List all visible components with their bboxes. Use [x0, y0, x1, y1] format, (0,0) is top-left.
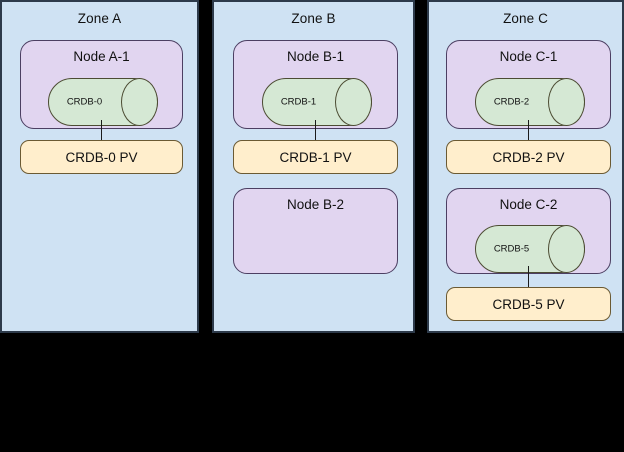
pv-box-crdb-1-pv: CRDB-1 PV — [233, 140, 398, 174]
zone-title-a: Zone A — [77, 11, 122, 26]
pv-label-crdb-0-pv: CRDB-0 PV — [65, 149, 138, 165]
node-label-c-2: Node C-2 — [499, 197, 558, 212]
zone-panel-a: Zone A Node A-1 CRDB-0 CRDB-0 PV — [0, 0, 199, 333]
connector-node-c-2-to-crdb-5-pv — [528, 266, 529, 288]
connector-node-a-1-to-crdb-0-pv — [101, 120, 102, 142]
cylinder-crdb-2: CRDB-2 — [475, 78, 585, 126]
cylinder-cap — [335, 78, 372, 126]
cylinder-label-crdb-5: CRDB-5 — [493, 243, 530, 255]
node-label-b-2: Node B-2 — [286, 197, 345, 212]
connector-node-b-1-to-crdb-1-pv — [315, 120, 316, 142]
node-label-c-1: Node C-1 — [499, 49, 558, 64]
pv-box-crdb-5-pv: CRDB-5 PV — [446, 287, 611, 321]
node-box-c-1: Node C-1 CRDB-2 — [446, 40, 611, 129]
cylinder-crdb-1: CRDB-1 — [262, 78, 372, 126]
connector-node-c-1-to-crdb-2-pv — [528, 120, 529, 142]
node-box-c-2: Node C-2 CRDB-5 — [446, 188, 611, 274]
cylinder-label-crdb-0: CRDB-0 — [66, 96, 103, 108]
node-box-b-1: Node B-1 CRDB-1 — [233, 40, 398, 129]
node-box-b-2: Node B-2 — [233, 188, 398, 274]
zone-title-b: Zone B — [291, 11, 336, 26]
cylinder-cap — [548, 78, 585, 126]
pv-label-crdb-5-pv: CRDB-5 PV — [492, 296, 565, 312]
node-label-b-1: Node B-1 — [286, 49, 345, 64]
cylinder-cap — [548, 225, 585, 273]
zone-title-c: Zone C — [503, 11, 548, 26]
zone-panel-c: Zone C Node C-1 CRDB-2 CRDB-2 PV Node C-… — [427, 0, 624, 333]
pv-label-crdb-2-pv: CRDB-2 PV — [492, 149, 565, 165]
pv-box-crdb-2-pv: CRDB-2 PV — [446, 140, 611, 174]
cylinder-cap — [121, 78, 158, 126]
zone-panel-b: Zone B Node B-1 CRDB-1 CRDB-1 PV Node B-… — [212, 0, 415, 333]
cylinder-label-crdb-1: CRDB-1 — [280, 96, 317, 108]
pv-label-crdb-1-pv: CRDB-1 PV — [279, 149, 352, 165]
node-label-a-1: Node A-1 — [73, 49, 130, 64]
cylinder-crdb-5: CRDB-5 — [475, 225, 585, 273]
node-box-a-1: Node A-1 CRDB-0 — [20, 40, 183, 129]
cylinder-crdb-0: CRDB-0 — [48, 78, 158, 126]
cylinder-label-crdb-2: CRDB-2 — [493, 96, 530, 108]
pv-box-crdb-0-pv: CRDB-0 PV — [20, 140, 183, 174]
